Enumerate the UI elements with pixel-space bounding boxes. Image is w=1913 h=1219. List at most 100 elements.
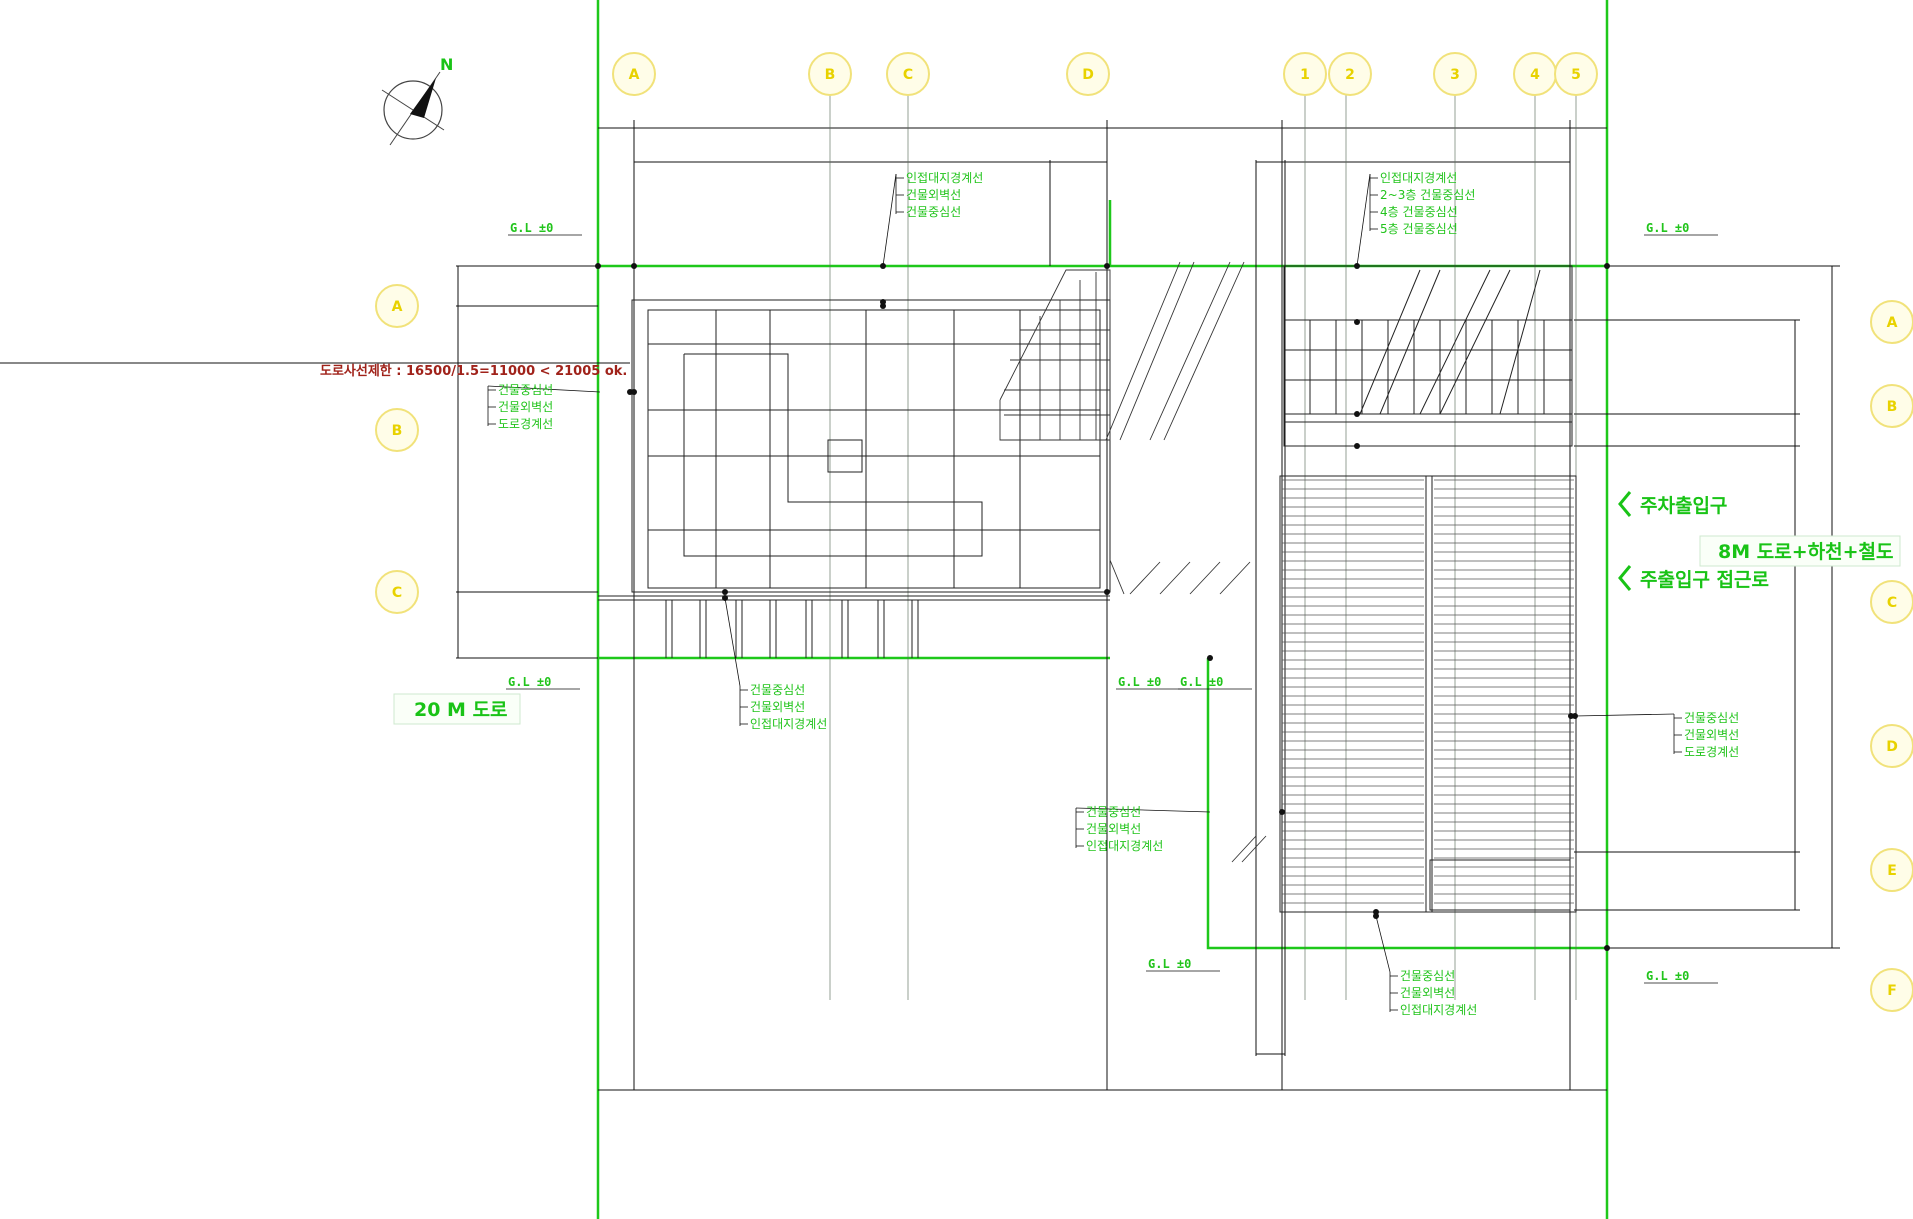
note-bottom-left-line-2: 인접대지경계선 (750, 717, 827, 731)
row-grid-bubble-right-2: C (1870, 580, 1913, 624)
north-arrow: N (381, 55, 453, 146)
row-grid-bubble-right-5: F (1870, 968, 1913, 1012)
note-top-right: 인접대지경계선 2~3층 건물중심선 4층 건물중심선 5층 건물중심선 (1356, 171, 1475, 267)
column-grid-bubble-8: 5 (1554, 52, 1598, 96)
row-grid-bubble-right-0: A (1870, 300, 1913, 344)
ground-level-marker-6: G.L ±0 (1178, 675, 1252, 690)
column-grid-bubble-8-label: 5 (1571, 67, 1581, 83)
ground-level-markers: G.L ±0 G.L ±0 G.L ±0 G.L ±0 G.L ±0 G.L ±0 G.L … (506, 221, 1718, 984)
note-left-mid-line-2: 도로경계선 (498, 417, 553, 431)
ground-level-marker-2: G.L ±0 (1644, 969, 1718, 984)
right-building-block (1279, 265, 1577, 913)
row-grid-bubbles-right: A B C D E F (1870, 300, 1913, 1012)
row-grid-bubble-left-0: A (375, 284, 419, 328)
column-grid-bubble-1: B (808, 52, 852, 96)
note-top-right-line-2: 4층 건물중심선 (1380, 205, 1458, 219)
note-bottom-left-line-1: 건물외벽선 (750, 700, 805, 714)
column-grid-bubble-4-label: 1 (1300, 67, 1310, 83)
site-boundary-lines (596, 0, 1609, 1219)
road-setback-note: 도로사선제한 : 16500/1.5=11000 < 21005 ok. (320, 363, 627, 379)
side-road-tag: 8M 도로+하천+철도 (1699, 535, 1901, 567)
row-grid-bubble-right-3: D (1870, 724, 1913, 768)
ground-level-label-3: G.L ±0 (508, 675, 551, 689)
parking-entrance-label: 주차출입구 (1640, 495, 1727, 517)
ground-level-label-5: G.L ±0 (1148, 957, 1191, 971)
row-grid-bubble-right-3-label: D (1886, 739, 1898, 755)
column-grid-bubble-4: 1 (1283, 52, 1327, 96)
column-grid-bubbles: A B C D 1 2 3 4 5 (612, 52, 1598, 96)
north-label: N (440, 55, 453, 74)
column-grid-bubble-2: C (886, 52, 930, 96)
column-grid-bubble-0-label: A (629, 67, 640, 83)
column-grid-lines (829, 92, 1577, 1000)
note-right-mid-line-0: 건물중심선 (1684, 711, 1739, 725)
column-grid-bubble-6: 3 (1433, 52, 1477, 96)
main-road-tag: 20 M 도로 (393, 693, 521, 725)
note-top-center-line-2: 건물중심선 (906, 205, 961, 219)
note-bottom-right-line-1: 건물외벽선 (1400, 986, 1455, 1000)
ground-level-label-2: G.L ±0 (1646, 969, 1689, 983)
dimension-lines (0, 120, 1840, 1091)
column-grid-bubble-5: 2 (1328, 52, 1372, 96)
column-grid-bubble-7: 4 (1513, 52, 1557, 96)
note-bottom-center-line-1: 건물외벽선 (1086, 822, 1141, 836)
row-grid-bubble-right-1: B (1870, 384, 1913, 428)
ground-level-label-0: G.L ±0 (510, 221, 553, 235)
row-grid-bubble-right-4-label: E (1887, 863, 1897, 879)
note-bottom-right-line-0: 건물중심선 (1400, 969, 1455, 983)
main-entrance-label: 주출입구 접근로 (1640, 569, 1769, 591)
note-left-mid-line-0: 건물중심선 (498, 383, 553, 397)
row-grid-bubble-left-0-label: A (392, 299, 403, 315)
note-bottom-right-line-2: 인접대지경계선 (1400, 1003, 1477, 1017)
column-grid-bubble-1-label: B (825, 67, 836, 83)
note-top-right-line-1: 2~3층 건물중심선 (1380, 188, 1475, 202)
note-top-right-line-3: 5층 건물중심선 (1380, 222, 1458, 236)
left-building-block (598, 299, 1111, 658)
main-entrance: 주출입구 접근로 (1618, 565, 1769, 591)
column-grid-bubble-7-label: 4 (1530, 67, 1540, 83)
note-top-right-line-0: 인접대지경계선 (1380, 171, 1457, 185)
row-grid-bubbles-left: A B C (375, 284, 419, 614)
row-grid-bubble-right-2-label: C (1887, 595, 1897, 611)
ramp-hatching (999, 261, 1267, 863)
main-road-label: 20 M 도로 (414, 699, 508, 721)
ground-level-marker-1: G.L ±0 (1644, 221, 1718, 236)
note-bottom-center-line-0: 건물중심선 (1086, 805, 1141, 819)
ground-level-label-4: G.L ±0 (1118, 675, 1161, 689)
row-grid-bubble-left-2-label: C (392, 585, 402, 601)
note-right-mid-line-1: 건물외벽선 (1684, 728, 1739, 742)
note-top-center-line-0: 인접대지경계선 (906, 171, 983, 185)
note-left-mid-line-1: 건물외벽선 (498, 400, 553, 414)
ground-level-label-1: G.L ±0 (1646, 221, 1689, 235)
note-bottom-left-line-0: 건물중심선 (750, 683, 805, 697)
ground-level-marker-0: G.L ±0 (508, 221, 582, 236)
row-grid-bubble-right-0-label: A (1887, 315, 1898, 331)
ground-level-label-6: G.L ±0 (1180, 675, 1223, 689)
row-grid-bubble-left-1-label: B (392, 423, 403, 439)
column-grid-bubble-3-label: D (1082, 67, 1094, 83)
note-bottom-center-line-2: 인접대지경계선 (1086, 839, 1163, 853)
row-grid-bubble-left-2: C (375, 570, 419, 614)
parking-stripes (1282, 479, 1574, 904)
row-grid-bubble-right-5-label: F (1887, 983, 1897, 999)
column-grid-bubble-0: A (612, 52, 656, 96)
column-grid-bubble-2-label: C (903, 67, 913, 83)
note-top-center-line-1: 건물외벽선 (906, 188, 961, 202)
column-grid-bubble-3: D (1066, 52, 1110, 96)
note-right-mid-line-2: 도로경계선 (1684, 745, 1739, 759)
column-grid-bubble-5-label: 2 (1345, 67, 1355, 83)
side-road-label: 8M 도로+하천+철도 (1718, 541, 1893, 563)
ground-level-marker-5: G.L ±0 (1146, 957, 1220, 972)
ground-level-marker-3: G.L ±0 (506, 675, 580, 690)
parking-entrance: 주차출입구 (1618, 491, 1727, 517)
column-grid-bubble-6-label: 3 (1450, 67, 1460, 83)
ground-level-marker-4: G.L ±0 (1116, 675, 1190, 690)
